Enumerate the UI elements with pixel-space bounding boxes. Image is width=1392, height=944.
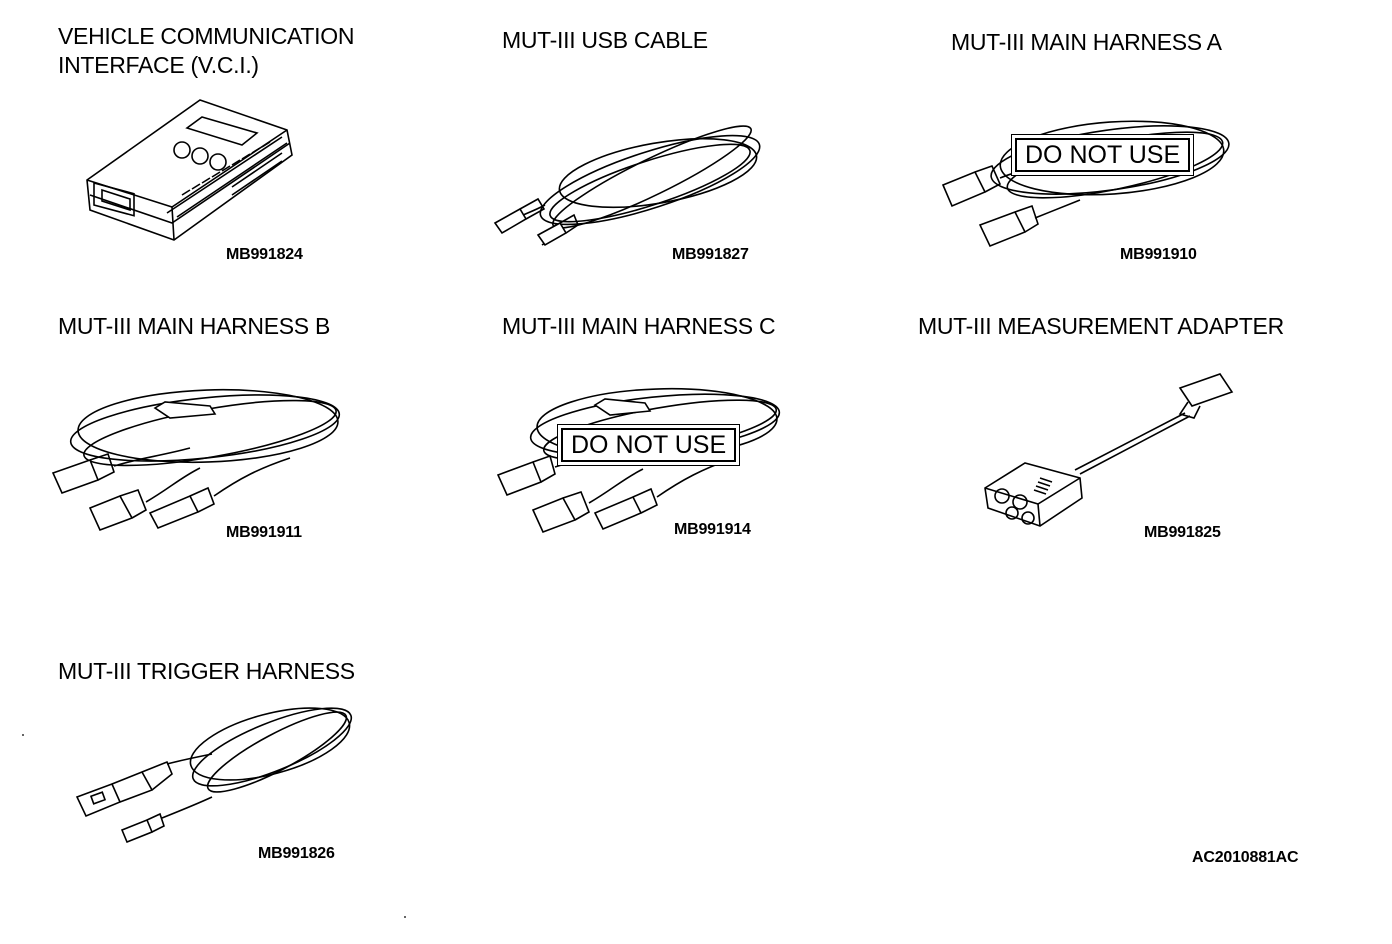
main-harness-a-part-number: MB991910 <box>1120 246 1197 263</box>
main-harness-c-title: MUT-III MAIN HARNESS C <box>502 313 776 339</box>
main-harness-c-icon <box>495 375 790 535</box>
figure-reference-code: AC2010881AC <box>1192 849 1299 866</box>
measurement-adapter-title: MUT-III MEASUREMENT ADAPTER <box>918 313 1284 339</box>
vci-title: VEHICLE COMMUNICATION INTERFACE (V.C.I.) <box>58 23 355 78</box>
vci-unit-icon <box>82 95 302 255</box>
measurement-adapter-part-number: MB991825 <box>1144 524 1221 541</box>
main-harness-a-icon <box>940 100 1240 250</box>
trigger-harness-part-number: MB991826 <box>258 845 335 862</box>
measurement-adapter-icon <box>980 378 1240 538</box>
main-harness-a-title: MUT-III MAIN HARNESS A <box>951 29 1222 55</box>
vci-part-number: MB991824 <box>226 246 303 263</box>
main-harness-b-title: MUT-III MAIN HARNESS B <box>58 313 330 339</box>
scan-dot <box>22 734 24 736</box>
usb-cable-part-number: MB991827 <box>672 246 749 263</box>
trigger-harness-title: MUT-III TRIGGER HARNESS <box>58 658 355 684</box>
usb-cable-icon <box>490 95 775 260</box>
main-harness-b-part-number: MB991911 <box>226 524 302 541</box>
main-harness-a-do-not-use-stamp: DO NOT USE <box>1015 138 1191 172</box>
main-harness-c-part-number: MB991914 <box>674 521 751 538</box>
main-harness-b-icon <box>50 378 350 538</box>
main-harness-c-do-not-use-stamp: DO NOT USE <box>561 428 737 462</box>
scan-dot <box>404 916 406 918</box>
trigger-harness-icon <box>72 702 372 852</box>
usb-cable-title: MUT-III USB CABLE <box>502 27 708 53</box>
